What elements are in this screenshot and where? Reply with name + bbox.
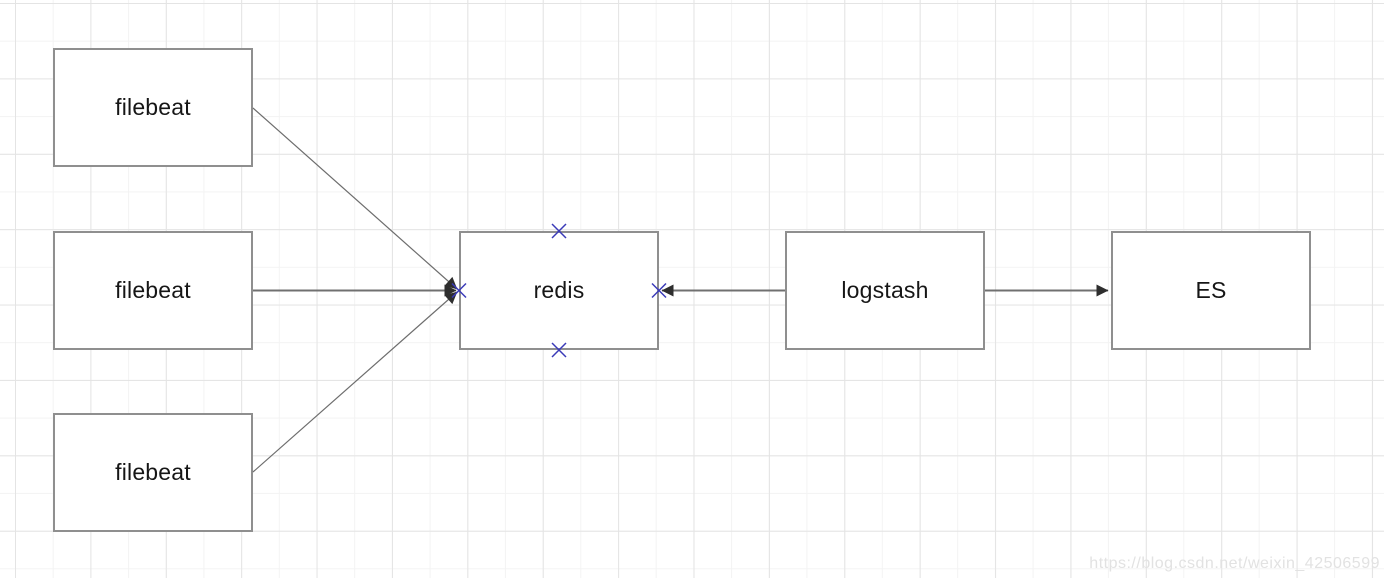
node-logstash-label: logstash	[841, 277, 929, 303]
node-filebeat-bottom[interactable]: filebeat	[53, 413, 253, 532]
edge-filebeat-top-to-redis[interactable]	[252, 107, 458, 290]
node-logstash[interactable]: logstash	[785, 231, 985, 350]
node-filebeat-middle-label: filebeat	[115, 277, 191, 303]
node-redis-label: redis	[533, 277, 585, 303]
node-redis[interactable]: redis	[459, 231, 659, 350]
node-filebeat-top[interactable]: filebeat	[53, 48, 253, 167]
node-filebeat-bottom-label: filebeat	[115, 459, 191, 485]
edge-filebeat-bottom-to-redis[interactable]	[252, 291, 458, 473]
watermark-url: https://blog.csdn.net/weixin_42506599	[1089, 555, 1380, 572]
node-es-label: ES	[1195, 277, 1227, 303]
node-es[interactable]: ES	[1111, 231, 1311, 350]
node-filebeat-top-label: filebeat	[115, 94, 191, 120]
node-filebeat-middle[interactable]: filebeat	[53, 231, 253, 350]
